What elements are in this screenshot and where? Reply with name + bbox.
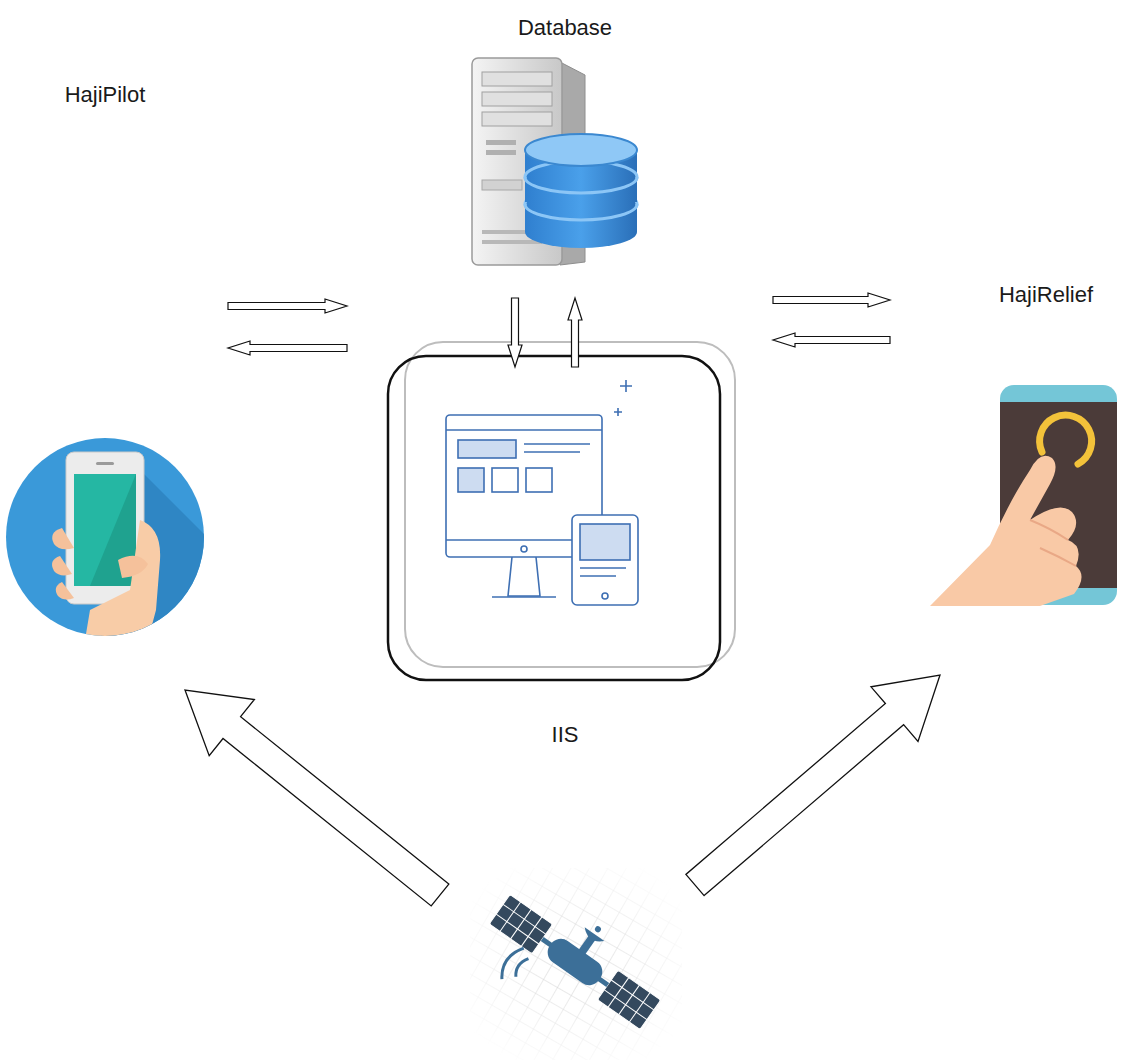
touch-icon (930, 385, 1117, 606)
component-node: IIS (385, 340, 740, 755)
flow-arrow (228, 299, 347, 313)
flow-arrow (228, 341, 347, 355)
database-icon (472, 58, 637, 265)
node-label: IIS (552, 722, 579, 748)
node-label: HajiRelief (999, 282, 1093, 308)
component-node: HajiRelief (925, 280, 1125, 610)
flow-arrow (773, 293, 890, 307)
flow-arrow (773, 333, 890, 347)
component-node: Database (470, 5, 660, 270)
node-label: HajiPilot (65, 82, 146, 108)
flow-arrow (568, 298, 582, 367)
flow-arrow (508, 298, 522, 367)
mobile-icon (6, 438, 260, 700)
component-node: HajiPilot (5, 80, 210, 640)
satellite-icon (185, 675, 940, 1061)
node-label: Database (518, 15, 612, 41)
server-box (388, 342, 735, 680)
